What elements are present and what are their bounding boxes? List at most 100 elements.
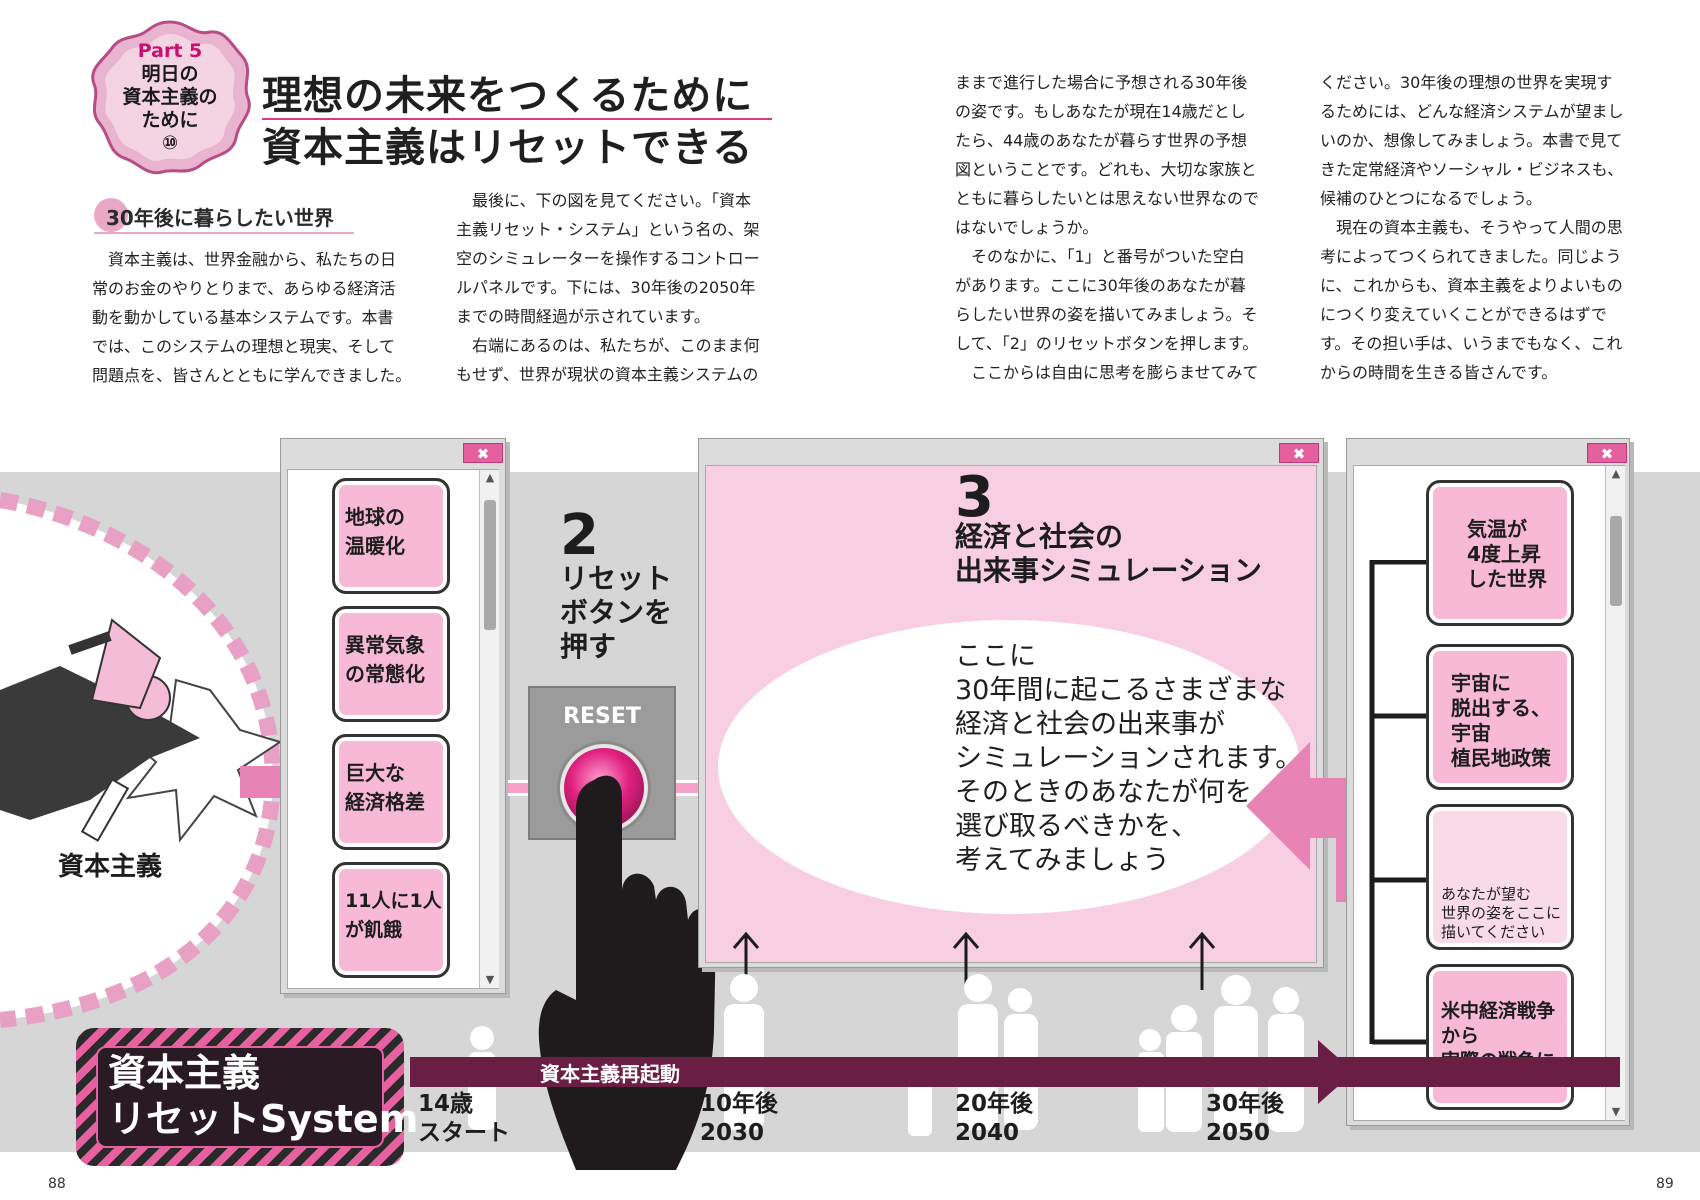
scroll-thumb[interactable] <box>484 500 496 630</box>
tick-2050: 30年後 2050 <box>1206 1091 1285 1146</box>
scrollbar[interactable]: ▲ ▼ <box>479 470 499 988</box>
tick-start: 14歳 スタート <box>418 1091 510 1146</box>
simulation-text: ここに 30年間に起こるさまざまな 経済と社会の出来事が シミュレーションされま… <box>955 641 1303 876</box>
body-text-line: 考によってつくられてきました。同じよう <box>1320 247 1622 266</box>
tile-abnormal-weather[interactable]: 異常気象 の常態化 <box>332 606 450 722</box>
title-line-1: 理想の未来をつくるために <box>262 73 754 119</box>
step-2-label: リセット ボタンを 押す <box>560 562 673 663</box>
body-text-line: たら、44歳のあなたが暮らす世界の予想 <box>955 131 1248 150</box>
scroll-up-icon[interactable]: ▲ <box>1611 467 1621 480</box>
logo-text: 資本主義 リセットSystem <box>108 1050 418 1142</box>
people-silhouettes <box>468 974 1304 1136</box>
body-text-line: 主義リセット・システム」という名の、架 <box>456 220 760 239</box>
body-text-line: るためには、どんな経済システムが望まし <box>1320 102 1624 121</box>
reset-label: RESET <box>563 704 641 729</box>
body-column-4: ください。30年後の理想の世界を実現するためには、どんな経済システムが望ましいの… <box>1320 68 1646 387</box>
body-text-line: 候補のひとつになるでしょう。 <box>1320 189 1542 208</box>
tile-label: 異常気象 の常態化 <box>345 633 425 686</box>
tile-label: 宇宙に 脱出する、 宇宙 植民地政策 <box>1451 671 1551 770</box>
capitalism-explosion-illustration <box>0 492 283 1028</box>
page-number-right: 89 <box>1656 1176 1674 1192</box>
logo-plate <box>96 1046 384 1148</box>
scroll-down-icon[interactable]: ▼ <box>485 973 495 986</box>
section-heading: 30年後に暮らしたい世界 <box>94 198 364 234</box>
body-text-line: はないでしょうか。 <box>955 218 1099 237</box>
body-text-line: 現在の資本主義も、そうやって人間の思 <box>1336 218 1623 237</box>
body-text-line: 常のお金のやりとりまで、あらゆる経済活 <box>92 279 396 298</box>
logo-line-1: 資本主義 <box>108 1051 261 1095</box>
step-3-label: 経済と社会の 出来事シミュレーション <box>955 520 1262 587</box>
title-line-2: 資本主義はリセットできる <box>262 125 754 171</box>
body-text-line: ともに暮らしたいとは思えない世界なので <box>955 189 1260 208</box>
logo-line-2: リセットSystem <box>108 1097 419 1141</box>
body-text-line: 資本主義は、世界金融から、私たちの日 <box>108 250 397 269</box>
body-text-line: 右端にあるのは、私たちが、このまま何 <box>472 336 760 355</box>
tile-us-china-war[interactable]: 米中経済戦争 から 実際の戦争に <box>1426 964 1574 1110</box>
title-underline <box>262 118 772 120</box>
timeline-bar <box>410 1057 1620 1087</box>
part-badge-text: Part 5 明日の 資本主義の ために ⑩ <box>86 40 254 155</box>
scrollbar[interactable]: ▲ ▼ <box>1605 466 1625 1120</box>
badge-title-3: ために <box>141 109 199 131</box>
body-text-line: があります。ここに30年後のあなたが暮 <box>955 276 1246 295</box>
close-icon[interactable]: ✖ <box>1587 443 1627 463</box>
body-text-line: して、「2」のリセットボタンを押します。 <box>955 334 1259 353</box>
part-badge <box>91 20 251 175</box>
body-text-line: までの時間経過が示されています。 <box>456 307 710 326</box>
timeline-arrow-head-icon <box>1318 1040 1354 1104</box>
scroll-down-icon[interactable]: ▼ <box>1611 1105 1621 1118</box>
step-2-number: 2 <box>560 503 599 568</box>
branch-lines <box>1369 560 1426 1045</box>
body-text-line: らしたい世界の姿を描いてみましょう。そ <box>955 305 1258 324</box>
body-text-line: そのなかに、「1」と番号がついた空白 <box>971 247 1245 266</box>
body-text-line: ここからは自由に思考を膨らませてみて <box>971 363 1259 382</box>
scroll-up-icon[interactable]: ▲ <box>485 471 495 484</box>
page-title: 理想の未来をつくるために 資本主義はリセットできる <box>262 70 753 174</box>
body-text-line: 最後に、下の図を見てください。「資本 <box>472 191 752 210</box>
tick-2040: 20年後 2040 <box>955 1091 1034 1146</box>
body-text-line: もせず、世界が現状の資本主義システムの <box>456 365 759 384</box>
body-text-line: に、これからも、資本主義をよりよいもの <box>1320 276 1623 295</box>
badge-number: ⑩ <box>161 132 179 154</box>
section-heading-text: 30年後に暮らしたい世界 <box>106 206 334 230</box>
body-text-line: 空のシミュレーターを操作するコントロー <box>456 249 760 268</box>
body-text-line: につくり変えていくことができるはずで <box>1320 305 1607 324</box>
tile-economic-gap[interactable]: 巨大な 経済格差 <box>332 734 450 850</box>
body-text-line: す。その担い手は、いうまでもなく、これ <box>1320 334 1623 353</box>
step-3-number: 3 <box>955 465 994 530</box>
close-icon[interactable]: ✖ <box>463 443 503 463</box>
tick-2030: 10年後 2030 <box>700 1091 779 1146</box>
tile-label: 巨大な 経済格差 <box>345 761 425 814</box>
tile-hunger[interactable]: 11人に1人 が飢餓 <box>332 862 450 978</box>
tile-label: 地球の 温暖化 <box>345 505 405 558</box>
body-text-line: 動を動かしている基本システムです。本書 <box>92 308 394 327</box>
body-text-line: きた定常経済やソーシャル・ビジネスも、 <box>1320 160 1624 179</box>
heading-underline <box>94 232 354 234</box>
scroll-thumb[interactable] <box>1610 516 1622 606</box>
body-text-line: ください。30年後の理想の世界を実現す <box>1320 73 1613 92</box>
body-text-line: の姿です。もしあなたが現在14歳だとし <box>955 102 1246 121</box>
tile-label: 気温が 4度上昇 した世界 <box>1467 517 1547 591</box>
tile-global-warming[interactable]: 地球の 温暖化 <box>332 478 450 594</box>
page-number-left: 88 <box>48 1176 66 1192</box>
badge-title-2: 資本主義の <box>122 86 218 108</box>
tile-space-colony[interactable]: 宇宙に 脱出する、 宇宙 植民地政策 <box>1426 644 1574 790</box>
tile-desired-world[interactable]: あなたが望む 世界の姿をここに 描いてください <box>1426 804 1574 950</box>
badge-title-1: 明日の <box>141 63 199 85</box>
body-text-line: では、このシステムの理想と現実、そして <box>92 337 396 356</box>
simulation-ellipse <box>718 620 1300 914</box>
tile-label: 11人に1人 が飢餓 <box>345 890 442 941</box>
body-column-2: 最後に、下の図を見てください。「資本主義リセット・システム」という名の、架空のシ… <box>456 186 782 389</box>
body-column-3: ままで進行した場合に予想される30年後の姿です。もしあなたが現在14歳だとしたら… <box>955 68 1281 387</box>
capitalism-label: 資本主義 <box>58 852 163 882</box>
close-icon[interactable]: ✖ <box>1279 443 1319 463</box>
timeline-label: 資本主義再起動 <box>540 1062 680 1086</box>
badge-part: Part 5 <box>137 40 203 62</box>
tile-temperature-rise[interactable]: 気温が 4度上昇 した世界 <box>1426 480 1574 626</box>
body-text-line: 問題点を、皆さんとともに学んできました。 <box>92 366 412 385</box>
body-text-line: ルパネルです。下には、30年後の2050年 <box>456 278 756 297</box>
body-text-line: ままで進行した場合に予想される30年後 <box>955 73 1248 92</box>
tile-label: あなたが望む 世界の姿をここに 描いてください <box>1441 885 1562 941</box>
body-text-line: いのか、想像してみましょう。本書で見て <box>1320 131 1623 150</box>
body-text-line: 図ということです。どれも、大切な家族と <box>955 160 1257 179</box>
